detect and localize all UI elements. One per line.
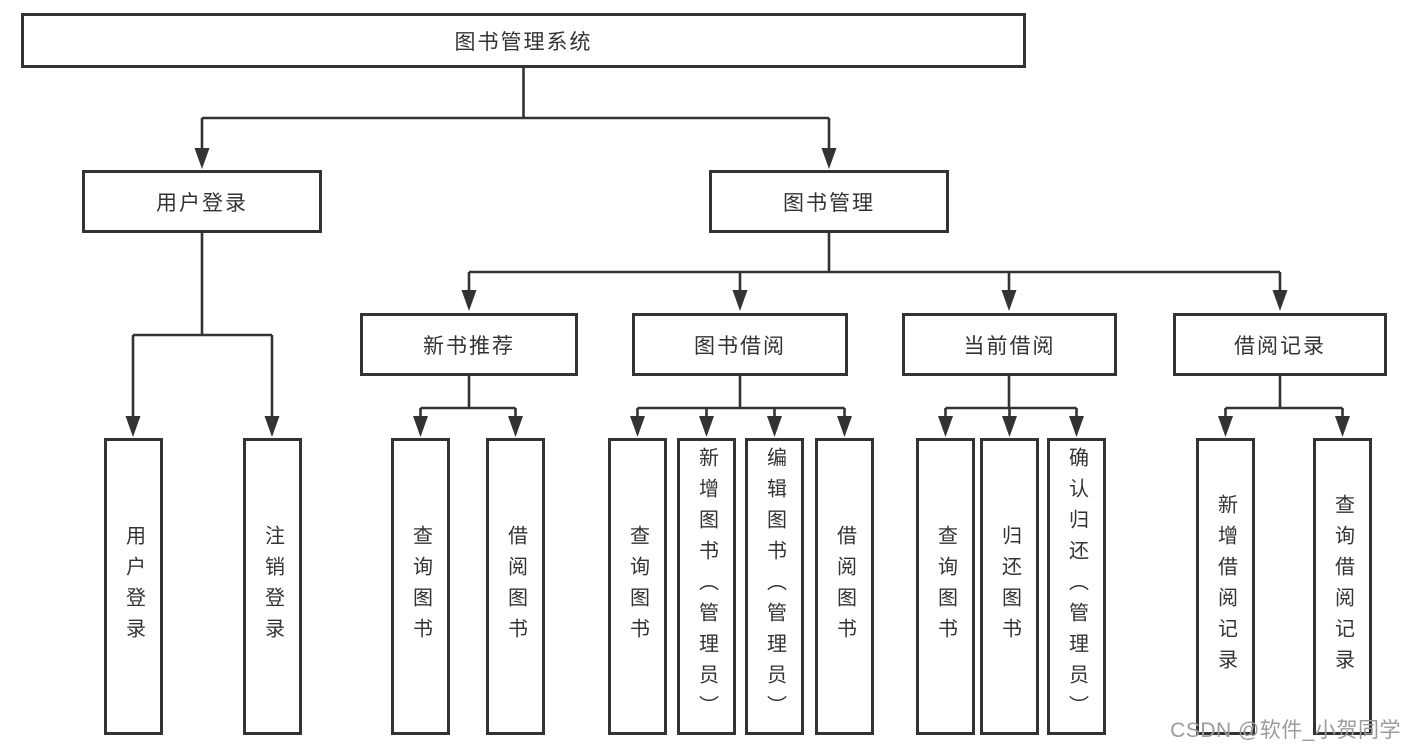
node-label: 新书推荐 (423, 334, 515, 358)
node-label: 当前借阅 (963, 334, 1056, 358)
node-label: 新增图书（管理员） (695, 447, 718, 726)
leaf-query-books-current: 查询图书 (916, 438, 975, 735)
node-label: 借阅记录 (1234, 334, 1326, 358)
node-book-borrow: 图书借阅 (632, 313, 848, 376)
leaf-confirm-return-admin: 确认归还（管理员） (1047, 438, 1106, 735)
node-label: 编辑图书（管理员） (763, 447, 786, 726)
node-label: 借阅图书 (504, 524, 527, 649)
node-label: 注销登录 (261, 524, 284, 649)
node-label: 查询图书 (626, 524, 649, 649)
leaf-add-borrow-record: 新增借阅记录 (1196, 438, 1255, 735)
node-label: 归还图书 (998, 524, 1021, 649)
leaf-query-books-borrow: 查询图书 (608, 438, 667, 735)
leaf-user-login: 用户登录 (104, 438, 163, 735)
node-library-management-system: 图书管理系统 (21, 13, 1026, 68)
node-label: 新增借阅记录 (1214, 493, 1237, 680)
leaf-query-borrow-record: 查询借阅记录 (1313, 438, 1372, 735)
node-user-login: 用户登录 (82, 170, 322, 233)
node-label: 图书管理系统 (454, 30, 593, 54)
node-borrow-records: 借阅记录 (1173, 313, 1387, 376)
node-label: 确认归还（管理员） (1065, 447, 1088, 726)
leaf-return-book: 归还图书 (980, 438, 1039, 735)
node-current-borrow: 当前借阅 (902, 313, 1117, 376)
node-label: 借阅图书 (833, 524, 856, 649)
node-label: 用户登录 (122, 524, 145, 649)
leaf-add-book-admin: 新增图书（管理员） (677, 438, 736, 735)
leaf-logout: 注销登录 (243, 438, 302, 735)
leaf-edit-book-admin: 编辑图书（管理员） (745, 438, 804, 735)
node-new-book-recommend: 新书推荐 (360, 313, 578, 376)
watermark: CSDN @软件_小贺同学 (1170, 719, 1401, 742)
node-label: 用户登录 (156, 191, 248, 215)
leaf-borrow-books-recommend: 借阅图书 (486, 438, 545, 735)
node-book-management: 图书管理 (709, 170, 949, 233)
node-label: 图书管理 (783, 191, 875, 215)
leaf-query-books-recommend: 查询图书 (391, 438, 450, 735)
node-label: 查询图书 (934, 524, 957, 649)
node-label: 图书借阅 (694, 334, 786, 358)
node-label: 查询图书 (409, 524, 432, 649)
node-label: 查询借阅记录 (1331, 493, 1354, 680)
leaf-borrow-books: 借阅图书 (815, 438, 874, 735)
